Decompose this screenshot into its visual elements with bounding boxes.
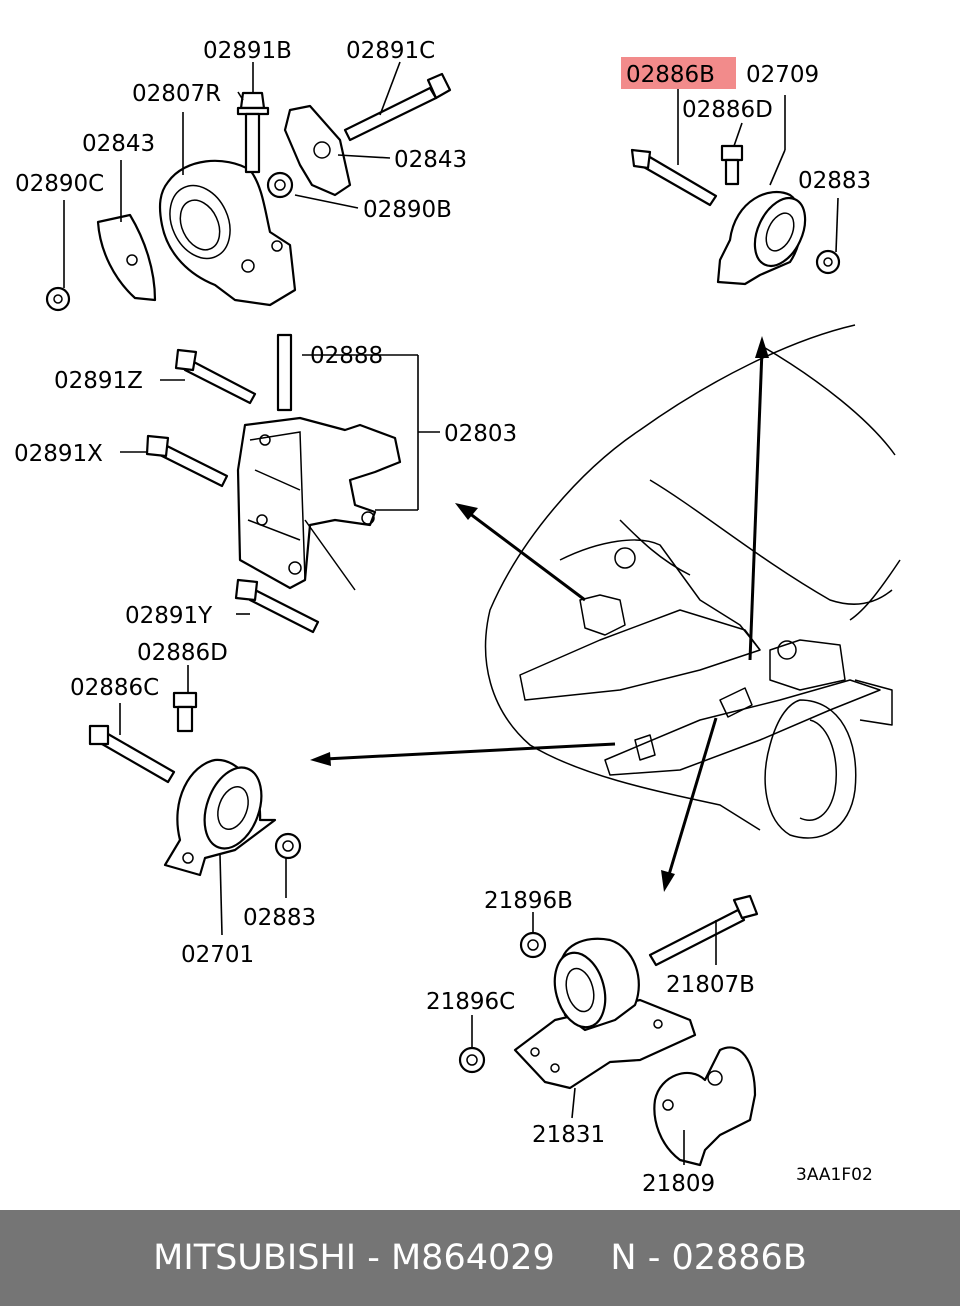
mount-21831-rubber: [553, 937, 640, 1032]
bolt-02886D-mid: [172, 691, 198, 733]
label-02883-bottom[interactable]: 02883: [243, 905, 316, 931]
nut-02883-bottom: [274, 832, 302, 860]
pointer-arrows: [310, 336, 769, 892]
label-02886B[interactable]: 02886B: [626, 62, 715, 88]
bolt-02891Y: [234, 578, 320, 634]
label-02883-top[interactable]: 02883: [798, 168, 871, 194]
label-02891Y[interactable]: 02891Y: [125, 603, 213, 629]
nut-02883-top: [815, 249, 841, 275]
label-02843-left[interactable]: 02843: [82, 131, 155, 157]
bracket-02803: [236, 416, 402, 591]
label-21896C[interactable]: 21896C: [426, 989, 515, 1015]
bolt-02886D-top: [720, 144, 744, 186]
bolt-21807B: [648, 894, 759, 967]
bracket-02843-right: [283, 104, 352, 197]
mount-02709: [716, 190, 807, 286]
nut-02890C: [45, 286, 71, 312]
bolt-02891B: [236, 91, 270, 174]
label-02807R[interactable]: 02807R: [132, 81, 221, 107]
label-02886C[interactable]: 02886C: [70, 675, 159, 701]
part-labels: 02891B 02891C 02807R 02843 02843 02890C …: [14, 38, 873, 1197]
parts-diagram: 02891B 02891C 02807R 02843 02843 02890C …: [14, 38, 901, 1197]
label-02843-right[interactable]: 02843: [394, 147, 467, 173]
bolt-02886B: [630, 148, 718, 207]
highlight-02886B: [621, 57, 736, 89]
label-02709[interactable]: 02709: [746, 62, 819, 88]
label-02891X[interactable]: 02891X: [14, 441, 103, 467]
label-02886D-mid[interactable]: 02886D: [137, 640, 228, 666]
leader-lines: [63, 61, 839, 1165]
bolt-02891X: [145, 434, 229, 488]
label-02888[interactable]: 02888: [310, 343, 383, 369]
label-21809[interactable]: 21809: [642, 1171, 715, 1197]
nut-21896B: [519, 931, 547, 959]
bracket-21809: [653, 1046, 757, 1167]
label-21896B[interactable]: 21896B: [484, 888, 573, 914]
diagram-code: 3AA1F02: [796, 1165, 873, 1185]
stud-02888: [276, 333, 293, 412]
label-02891C[interactable]: 02891C: [346, 38, 435, 64]
label-02891B[interactable]: 02891B: [203, 38, 292, 64]
footer-bar: MITSUBISHI - M864029 N - 02886B: [0, 1210, 960, 1306]
nut-02890B: [266, 171, 294, 199]
label-21807B[interactable]: 21807B: [666, 972, 755, 998]
bolt-02891C: [343, 72, 452, 142]
label-02886D-top[interactable]: 02886D: [682, 97, 773, 123]
mount-02701: [163, 758, 277, 877]
label-02701[interactable]: 02701: [181, 942, 254, 968]
mount-02807R: [158, 159, 297, 307]
bolt-02886C: [88, 724, 176, 784]
bolt-02891Z: [174, 348, 257, 405]
nut-21896C: [458, 1046, 486, 1074]
label-02891Z[interactable]: 02891Z: [54, 368, 143, 394]
label-02890B[interactable]: 02890B: [363, 197, 452, 223]
bracket-02843-left: [96, 213, 157, 302]
footer-part-info: MITSUBISHI - M864029 N - 02886B: [153, 1238, 807, 1278]
label-21831[interactable]: 21831: [532, 1122, 605, 1148]
label-02803[interactable]: 02803: [444, 421, 517, 447]
car-body: [484, 324, 901, 839]
label-02890C[interactable]: 02890C: [15, 171, 104, 197]
